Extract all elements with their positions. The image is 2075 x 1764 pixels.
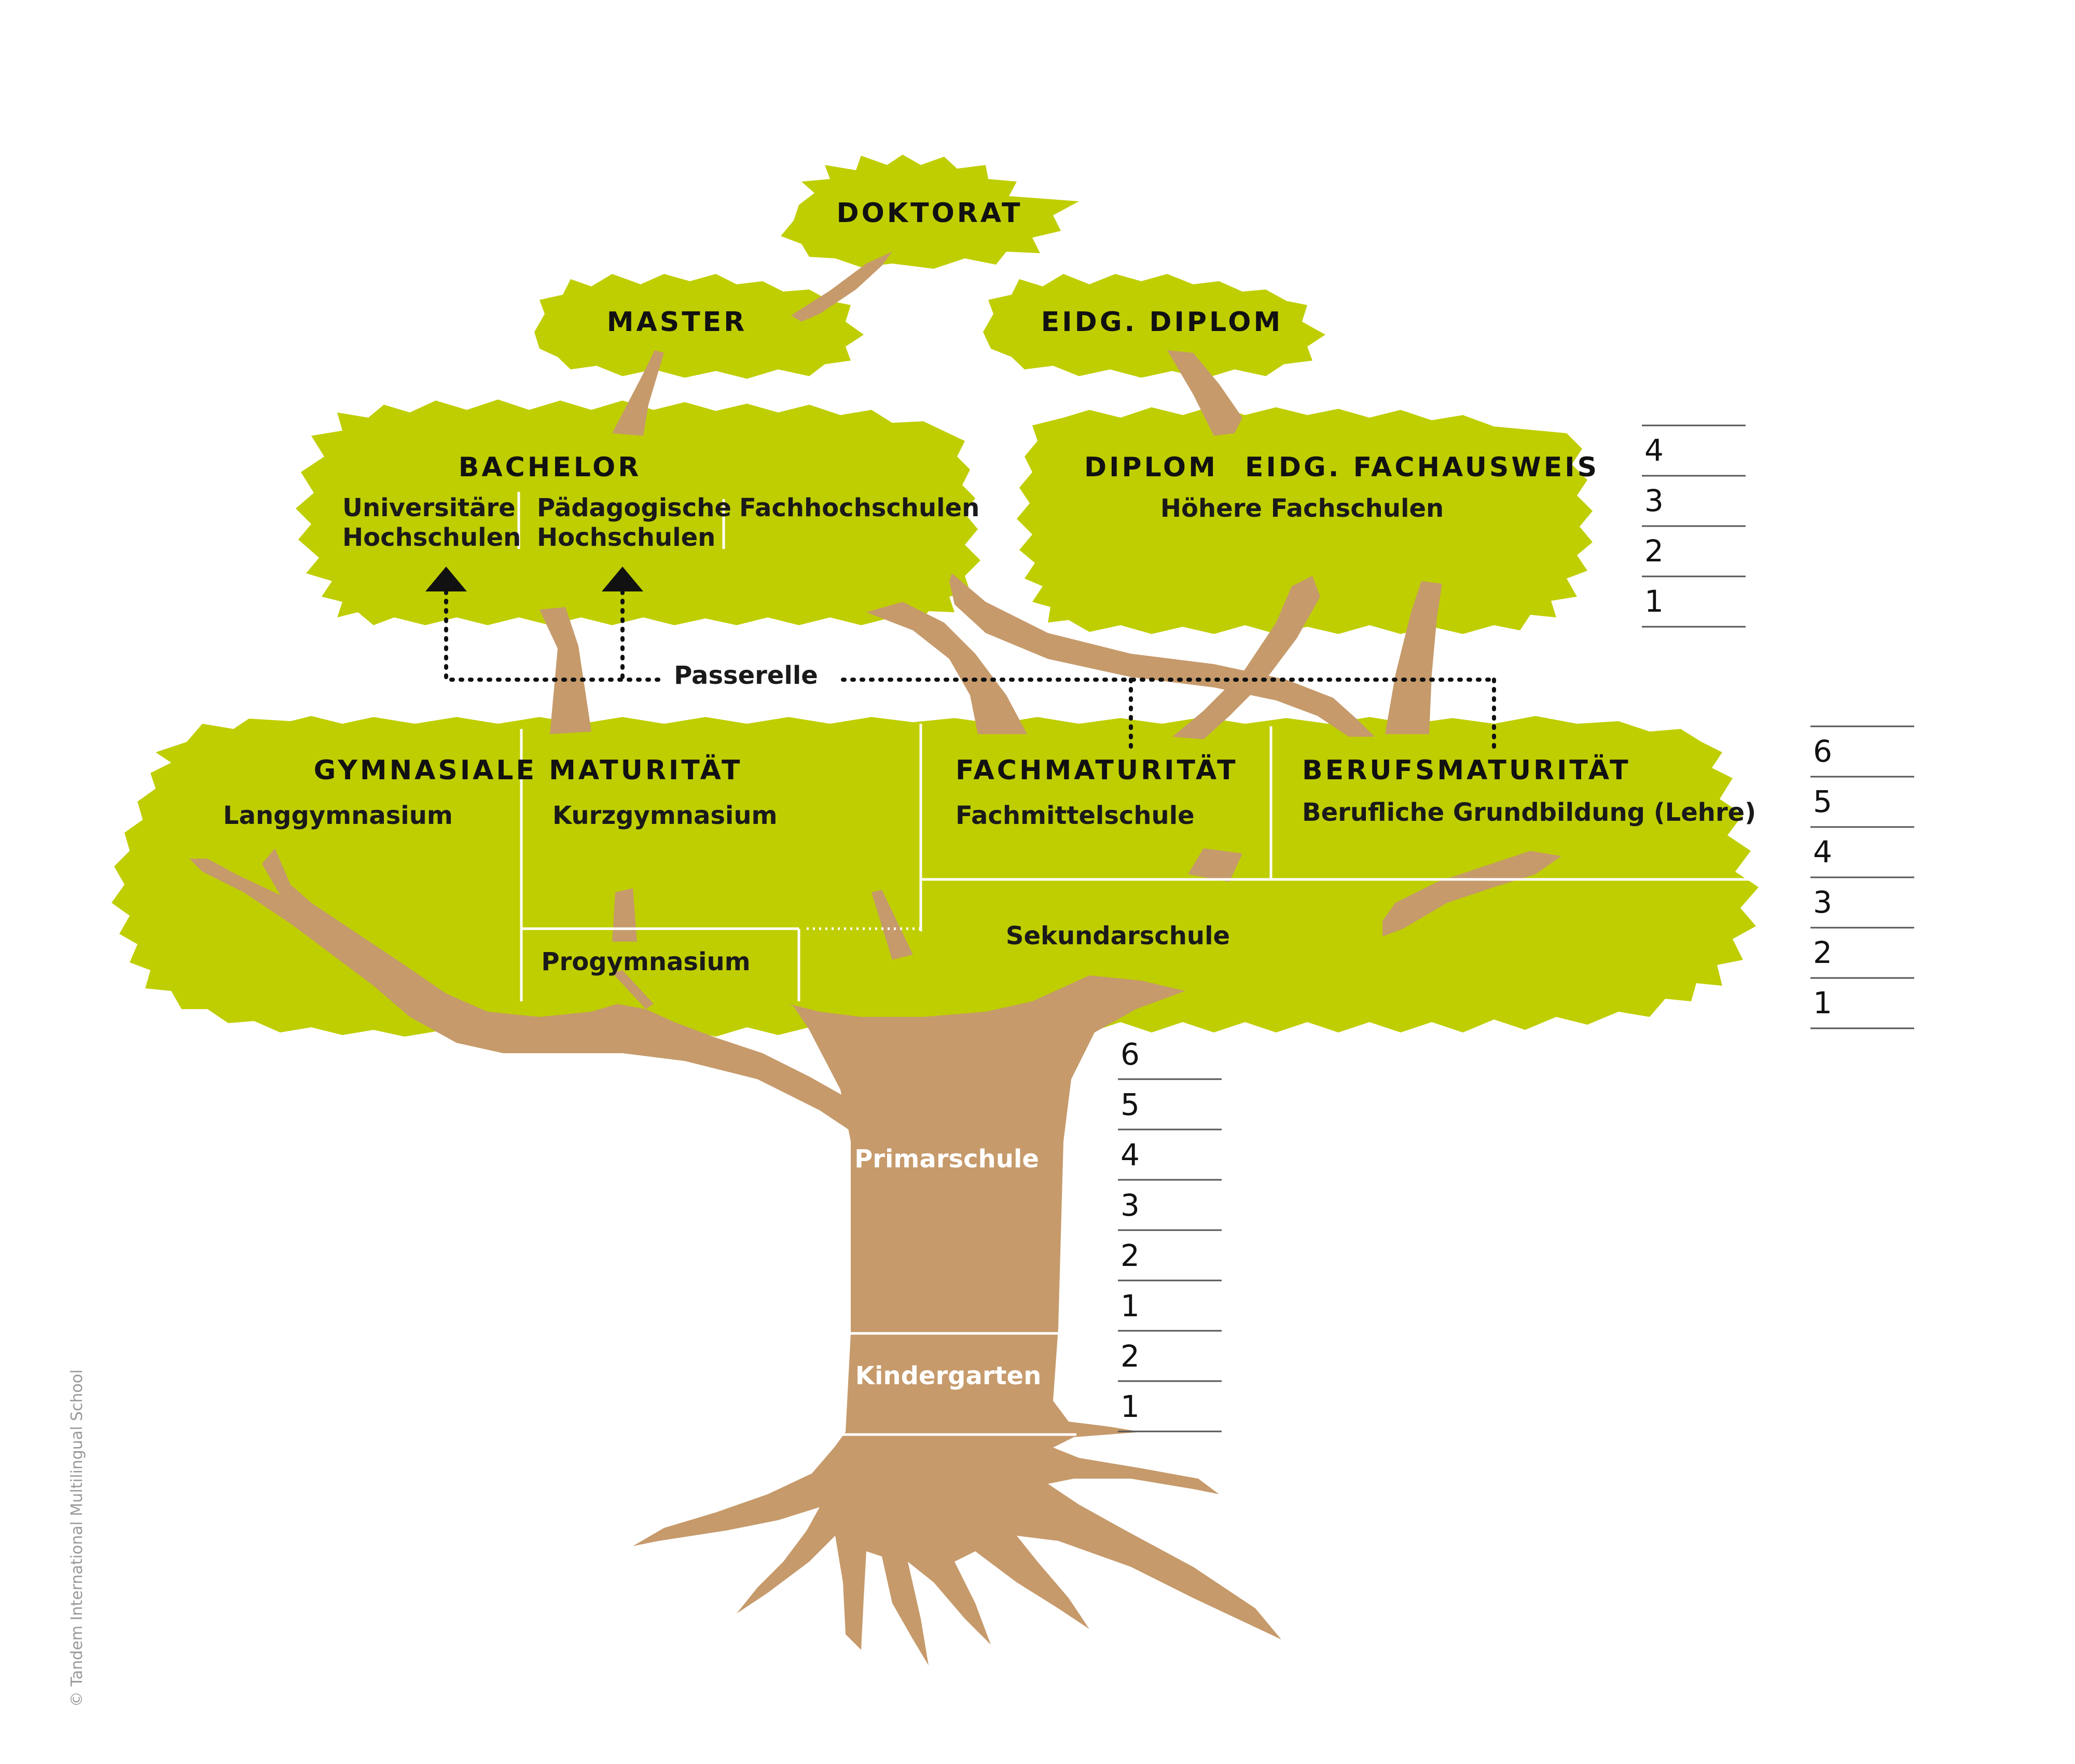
label-universitaere-line2: Hochschulen [342, 523, 521, 552]
branch-sekundarschule-right [1382, 851, 1561, 936]
primary-year-scale: 6 5 4 3 2 1 2 1 [1118, 1037, 1222, 1432]
section-dividers [517, 492, 1753, 1436]
tertiary-year-scale: 4 3 2 1 [1642, 424, 1746, 628]
foliage-eidg-diplom [983, 274, 1325, 379]
label-eidg-diplom: EIDG. DIPLOM [1041, 307, 1283, 338]
label-diplom: DIPLOM [1084, 452, 1218, 483]
label-gymnasiale-maturitaet: GYMNASIALE MATURITÄT [314, 754, 743, 786]
primary-year-3: 3 [1120, 1188, 1140, 1223]
label-berufsmaturitaet: BERUFSMATURITÄT [1302, 754, 1631, 786]
label-sekundarschule: Sekundarschule [1006, 921, 1230, 950]
branch-sekundarschule-left [872, 890, 913, 960]
secondary-year-1: 1 [1813, 985, 1832, 1021]
branch-hoehere-fachschulen-right [1385, 581, 1442, 734]
secondary-year-5: 5 [1813, 784, 1832, 819]
branch-bachelor [540, 607, 591, 734]
primary-year-1: 1 [1120, 1288, 1140, 1324]
trunk [633, 975, 1281, 1665]
passerelle-connectors [425, 567, 1496, 749]
foliage-master [534, 274, 864, 379]
foliage-doktorat [781, 155, 1079, 269]
secondary-year-4: 4 [1813, 834, 1832, 870]
label-hoehere-fachschulen: Höhere Fachschulen [1160, 494, 1444, 523]
tertiary-year-3: 3 [1644, 483, 1664, 518]
copyright-notice: © Tandem International Multilingual Scho… [68, 1370, 86, 1707]
arrow-up-icon [602, 567, 643, 591]
foliage-main-canopy [112, 716, 1759, 1039]
primary-year-2: 2 [1120, 1238, 1140, 1273]
branch-hoehere-fachschulen-left [1172, 576, 1320, 739]
label-fachmittelschule: Fachmittelschule [956, 801, 1195, 830]
foliage [112, 155, 1759, 1039]
trunk-and-branches [189, 252, 1561, 1665]
label-langgymnasium: Langgymnasium [223, 801, 453, 830]
label-universitaere-line1: Universitäre [342, 493, 516, 522]
label-passerelle: Passerelle [674, 661, 818, 690]
branch-fachmittelschule [1188, 848, 1242, 882]
label-kindergarten: Kindergarten [855, 1361, 1042, 1390]
label-primarschule: Primarschule [854, 1145, 1039, 1174]
secondary-year-scale: 6 5 4 3 2 1 [1810, 725, 1914, 1029]
primary-year-5: 5 [1120, 1087, 1140, 1122]
branch-langgymnasium [189, 848, 851, 1131]
label-berufliche-grundbildung: Berufliche Grundbildung (Lehre) [1302, 798, 1756, 827]
label-master: MASTER [607, 307, 747, 338]
branch-kurzgymnasium [612, 970, 654, 1009]
label-fachhochschulen: Fachhochschulen [739, 493, 979, 522]
kindergarten-year-1: 1 [1120, 1389, 1140, 1424]
primary-year-6: 6 [1120, 1037, 1140, 1072]
branch-doktorat [791, 252, 892, 322]
passerelle-label-background [667, 658, 840, 697]
label-paedagogische-line1: Pädagogische [537, 493, 731, 522]
label-progymnasium: Progymnasium [541, 947, 750, 976]
foliage-diplom [1017, 406, 1593, 634]
label-doktorat: DOKTORAT [836, 198, 1022, 229]
label-paedagogische-line2: Hochschulen [537, 523, 715, 552]
branch-eidg-diplom [1167, 350, 1242, 436]
foliage-bachelor [296, 399, 980, 625]
secondary-year-3: 3 [1813, 885, 1832, 920]
secondary-year-2: 2 [1813, 935, 1832, 970]
branch-progymnasium [612, 888, 637, 942]
label-eidg-fachausweis: EIDG. FACHAUSWEIS [1245, 452, 1599, 483]
branch-berufsmaturitaet [949, 573, 1375, 737]
kindergarten-year-2: 2 [1120, 1339, 1140, 1374]
branch-fachmaturitaet [866, 602, 1027, 734]
arrow-up-icon [425, 567, 467, 591]
labels: DOKTORAT MASTER EIDG. DIPLOM BACHELOR Un… [223, 198, 1756, 1390]
secondary-year-6: 6 [1813, 734, 1832, 769]
label-fachmaturitaet: FACHMATURITÄT [956, 754, 1238, 786]
branch-master [612, 350, 664, 436]
label-bachelor: BACHELOR [459, 452, 642, 483]
label-kurzgymnasium: Kurzgymnasium [552, 801, 778, 830]
tertiary-year-4: 4 [1644, 433, 1664, 468]
tertiary-year-1: 1 [1644, 584, 1664, 619]
primary-year-4: 4 [1120, 1137, 1140, 1173]
tertiary-year-2: 2 [1644, 533, 1664, 569]
